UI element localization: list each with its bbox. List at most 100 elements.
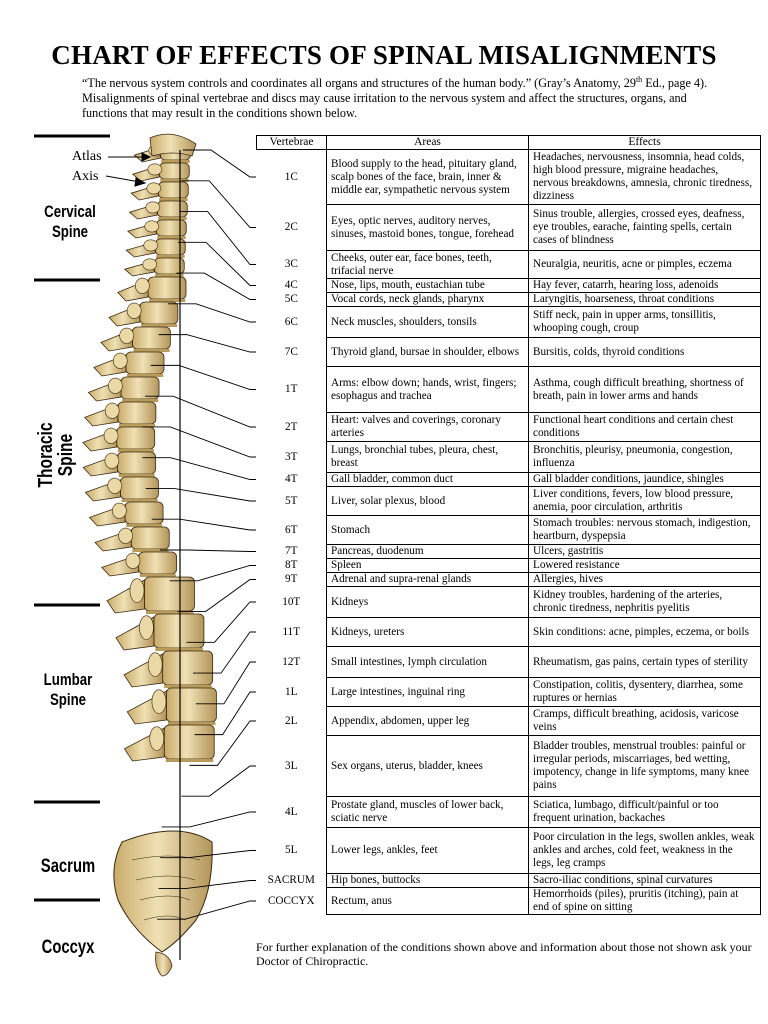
region-dividers [34,134,110,902]
region-label-line: Sacrum [40,856,96,877]
effects-cell: Laryngitis, hoarseness, throat condition… [528,292,761,307]
intro-quote-superscript: th [635,74,643,84]
vertebra-cell: 3L [256,735,327,797]
areas-cell: Lower legs, ankles, feet [326,827,529,874]
effects-cell: Lowered resistance [528,558,761,573]
atlas-axis-arrows [105,152,152,187]
vertebra-cell: 6T [256,515,327,545]
region-label-line: Spine [49,690,87,709]
areas-cell: Thyroid gland, bursae in shoulder, elbow… [326,337,529,367]
region-coccyx: Coccyx [35,938,101,958]
vertebra-cell: 6C [256,306,327,338]
axis-label: Axis [72,169,99,184]
intro-quote-end: Ed., page 4). [642,76,708,90]
effects-cell: Ulcers, gastritis [528,544,761,559]
areas-cell: Blood supply to the head, pituitary glan… [326,149,529,205]
vertebra-cell: 1T [256,366,327,413]
region-label-line: Spine [51,222,89,241]
header-vertebrae: Vertebrae [256,135,327,150]
vertebrae-column [82,133,217,977]
areas-cell: Pancreas, duodenum [326,544,529,559]
areas-cell: Hip bones, buttocks [326,873,529,888]
effects-cell: Hay fever, catarrh, hearing loss, adenoi… [528,278,761,293]
vertebra-cell: 1C [256,149,327,205]
areas-cell: Kidneys [326,586,529,618]
areas-cell: Stomach [326,515,529,545]
intro-body: Misalignments of spinal vertebrae and di… [82,91,687,120]
vertebra-cell: 5T [256,486,327,516]
leader-lines [142,149,256,920]
intro-paragraph: “The nervous system controls and coordin… [82,74,722,121]
areas-cell: Spleen [326,558,529,573]
effects-cell: Functional heart conditions and certain … [528,412,761,442]
areas-cell: Sex organs, uterus, bladder, knees [326,735,529,797]
footnote: For further explanation of the condition… [256,940,752,968]
areas-cell: Appendix, abdomen, upper leg [326,706,529,736]
vertebra-cell: 4T [256,472,327,487]
areas-cell: Neck muscles, shoulders, tonsils [326,306,529,338]
effects-cell: Hemorrhoids (piles), pruritis (itching),… [528,887,761,915]
region-thoracic-spine: Thoracic Spine [35,400,77,509]
vertebra-cell: 11T [256,617,327,647]
vertebra-cell: SACRUM [256,873,327,888]
areas-cell: Adrenal and supra-renal glands [326,572,529,587]
effects-cell: Stomach troubles: nervous stomach, indig… [528,515,761,545]
effects-cell: Cramps, difficult breathing, acidosis, v… [528,706,761,736]
atlas-label: Atlas [72,149,102,164]
areas-cell: Eyes, optic nerves, auditory nerves, sin… [326,204,529,251]
region-label-line: Coccyx [41,937,95,958]
vertebra-cell: 3T [256,441,327,473]
vertebra-cell: 12T [256,646,327,678]
areas-cell: Liver, solar plexus, blood [326,486,529,516]
region-cervical-spine: Cervical Spine [39,202,101,242]
vertebra-cell: 2L [256,706,327,736]
areas-cell: Cheeks, outer ear, face bones, teeth, tr… [326,250,529,279]
region-label-line: Thoracic Spine [35,422,77,488]
effects-cell: Bursitis, colds, thyroid conditions [528,337,761,367]
areas-cell: Kidneys, ureters [326,617,529,647]
spine-illustration [34,133,256,977]
areas-cell: Vocal cords, neck glands, pharynx [326,292,529,307]
effects-cell: Sinus trouble, allergies, crossed eyes, … [528,204,761,251]
vertebra-cell: 4C [256,278,327,293]
effects-cell: Allergies, hives [528,572,761,587]
effects-cell: Bladder troubles, menstrual troubles: pa… [528,735,761,797]
vertebra-cell: 3C [256,250,327,279]
vertebra-cell: 5C [256,292,327,307]
vertebra-cell: 8T [256,558,327,573]
effects-cell: Bronchitis, pleurisy, pneumonia, congest… [528,441,761,473]
page-title: CHART OF EFFECTS OF SPINAL MISALIGNMENTS [51,40,717,70]
vertebra-cell: 2C [256,204,327,251]
vertebra-cell: 9T [256,572,327,587]
header-areas: Areas [326,135,529,150]
effects-cell: Liver conditions, fevers, low blood pres… [528,486,761,516]
effects-cell: Asthma, cough difficult breathing, short… [528,366,761,413]
effects-cell: Sciatica, lumbago, difficult/painful or … [528,796,761,828]
vertebra-cell: 7T [256,544,327,559]
header-effects: Effects [528,135,761,150]
vertebra-cell: 7C [256,337,327,367]
effects-cell: Stiff neck, pain in upper arms, tonsilli… [528,306,761,338]
region-lumbar-spine: Lumbar Spine [37,670,99,710]
effects-cell: Headaches, nervousness, insomnia, head c… [528,149,761,205]
region-label-line: Lumbar [43,670,93,689]
region-label-line: Cervical [44,202,96,221]
vertebra-cell: 2T [256,412,327,442]
effects-cell: Kidney troubles, hardening of the arteri… [528,586,761,618]
